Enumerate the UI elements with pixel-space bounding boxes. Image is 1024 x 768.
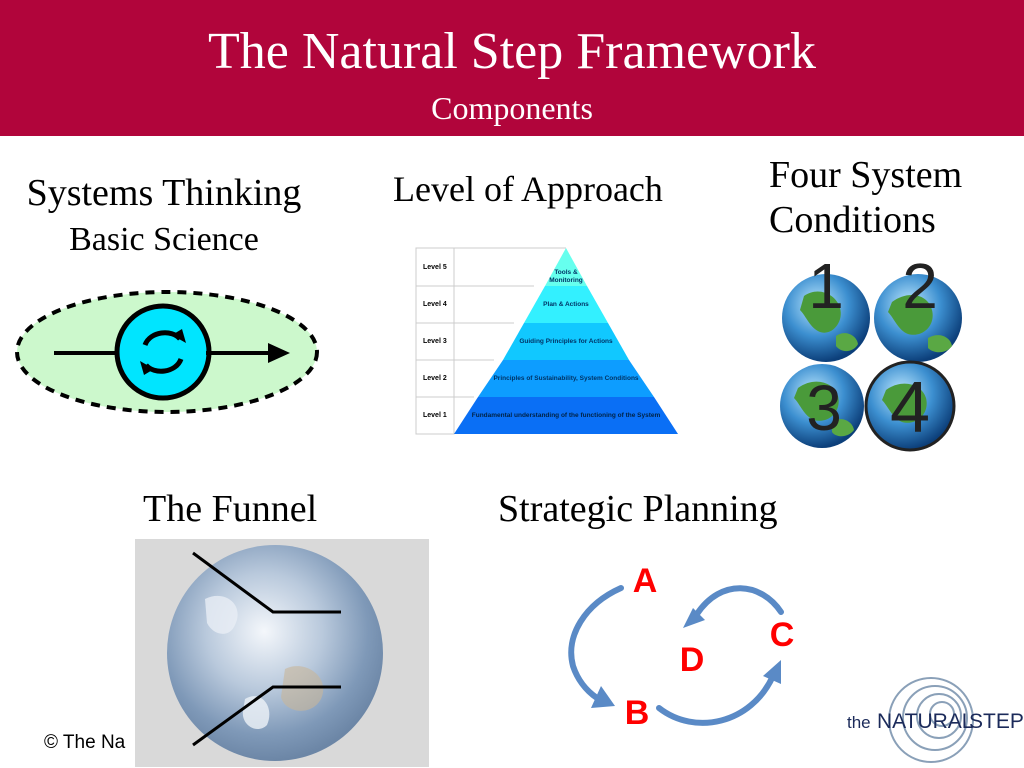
arrow-c-to-d [694,585,784,617]
pyramid-tier-2 [478,360,654,397]
spiral-icon [888,677,974,763]
four-system-label: Four System [769,154,963,196]
arrow-c-head [763,660,781,684]
letter-a: A [633,562,658,600]
tier-4-text: Plan & Actions [543,301,589,308]
tier-5-text-line1: Tools & [554,269,578,276]
level-3-label: Level 3 [423,338,447,345]
level-4-label: Level 4 [423,301,447,308]
pyramid-tier-5 [545,248,587,286]
level-1-label: Level 1 [423,412,447,419]
funnel-image [135,539,429,767]
funnel-label: The Funnel [143,488,318,530]
title-banner: The Natural Step Framework Components [0,0,1024,136]
system-core-circle [114,303,212,401]
logo-step: STEP [969,710,1023,733]
cycle-icon [140,329,186,375]
conditions-label: Conditions [769,199,936,241]
output-arrow-head [268,343,290,363]
letter-b: B [625,694,650,732]
level-of-approach-label: Level of Approach [393,169,663,209]
level-5-label: Level 5 [423,264,447,271]
earth-globe [167,545,383,761]
systems-thinking-diagram [15,290,319,414]
pyramid-tier-3 [503,323,629,360]
condition-number-3: 3 [806,372,842,444]
logo-natural: NATURAL [877,710,973,733]
condition-number-4: 4 [890,368,930,448]
abcd-cycle-diagram: A B C D [568,562,795,732]
tier-5-text-line2: Monitoring [549,277,583,284]
globe-1: 1 [782,250,870,362]
slide-subtitle: Components [431,90,593,126]
natural-step-logo: the NATURAL STEP [847,677,1023,763]
letter-d: D [680,641,705,679]
funnel-lower-line [192,685,341,747]
level-column [415,247,455,435]
level-pyramid: Level 5 Level 4 Level 3 Level 2 Level 1 … [415,247,678,435]
pyramid-tier-4 [524,286,608,323]
arrow-d-head [683,608,705,628]
globe-2: 2 [874,250,962,362]
four-globes-image: 1 2 3 4 [780,250,962,452]
globe-3: 3 [780,364,864,448]
condition-number-2: 2 [902,250,938,322]
condition-number-1: 1 [808,250,844,322]
arrow-a-to-b [568,585,624,701]
tier-2-text: Principles of Sustainability, System Con… [493,375,638,382]
tier-1-text: Fundamental understanding of the functio… [472,412,661,419]
copyright-footer: © The Na [44,732,126,753]
level-2-label: Level 2 [423,375,447,382]
slide-title: The Natural Step Framework [208,23,816,80]
letter-c: C [770,616,795,654]
pyramid-tier-1 [454,397,678,434]
arrow-b-to-c [656,673,776,726]
strategic-planning-label: Strategic Planning [498,488,778,530]
arrow-b-head [591,686,615,708]
funnel-upper-line [192,551,341,614]
basic-science-label: Basic Science [69,221,259,258]
globe-4: 4 [864,360,956,452]
systems-thinking-label: Systems Thinking [26,172,302,214]
logo-the: the [847,713,871,732]
tier-3-text: Guiding Principles for Actions [519,338,613,345]
